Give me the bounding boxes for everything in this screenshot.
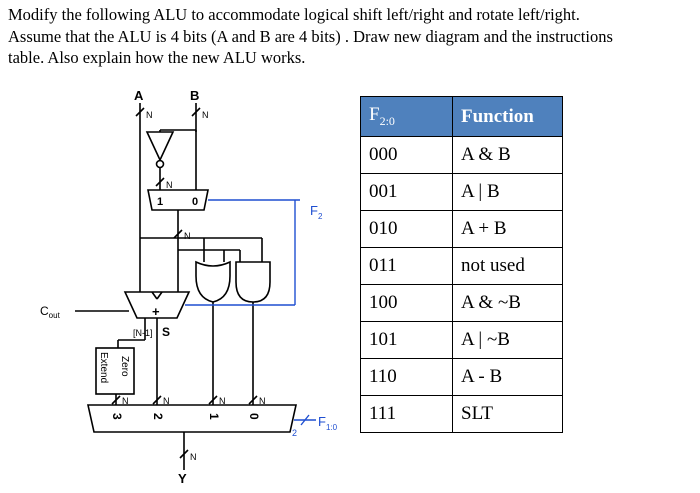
mux4-in2: 2: [151, 413, 165, 420]
bus-width-ext: N: [122, 396, 129, 406]
slash-or: [208, 395, 218, 405]
or-gate: [195, 260, 231, 303]
question-line-3: table. Also explain how the new ALU work…: [8, 48, 306, 67]
bus-width-and: N: [259, 396, 266, 406]
row-code: 100: [360, 284, 453, 322]
bus-width-inv: N: [166, 180, 173, 190]
zero-extend-box: [95, 347, 135, 395]
mux2-in0: 0: [192, 196, 198, 208]
mux2-body: [147, 189, 209, 211]
slash-mux: [173, 229, 183, 239]
inverter-bubble: [155, 159, 165, 169]
row-function: A + B: [452, 210, 563, 248]
bus-width-y: N: [190, 452, 197, 462]
mux4-in3: 3: [110, 413, 124, 420]
zero-extend-label-2: Extend: [98, 352, 109, 383]
bus-width-or: N: [219, 396, 226, 406]
question-line-1: Modify the following ALU to accommodate …: [8, 5, 580, 24]
input-a-label: A: [134, 88, 144, 103]
input-b-label: B: [190, 88, 199, 103]
row-code: 110: [360, 358, 453, 396]
question-line-2: Assume that the ALU is 4 bits (A and B a…: [8, 26, 613, 46]
bus-width-sum: N: [163, 396, 170, 406]
adder-notch-a: [151, 291, 158, 300]
mux4-in0: 0: [247, 413, 261, 420]
row-code: 101: [360, 321, 453, 359]
row-function: A | B: [452, 173, 563, 211]
slash-f10: [300, 414, 310, 426]
header-code: F2:0: [360, 96, 453, 137]
and-gate: [235, 261, 271, 303]
row-code: 001: [360, 173, 453, 211]
mux2-in1: 1: [157, 196, 163, 208]
bus-width-mux-out: N: [184, 231, 191, 241]
adder-body: [123, 291, 191, 319]
row-code: 010: [360, 210, 453, 248]
table-header-row: F2:0 Function: [360, 96, 563, 137]
row-code: 111: [360, 395, 453, 433]
inverter-gate: [145, 131, 175, 162]
f10-label: F1:0: [318, 414, 338, 432]
slash-ext: [111, 395, 121, 405]
bus-width-b: N: [202, 110, 209, 120]
row-function: A | ~B: [452, 321, 563, 359]
slash-a: [135, 107, 145, 117]
slash-sum: [152, 395, 162, 405]
mux4-body: [87, 404, 297, 433]
slash-inv: [155, 177, 165, 187]
row-function: A & B: [452, 136, 563, 174]
zero-extend-label-1: Zero: [119, 356, 130, 377]
row-function: A & ~B: [452, 284, 563, 322]
sum-label: S: [162, 325, 170, 339]
cout-label: Cout: [40, 304, 61, 320]
row-function: A - B: [452, 358, 563, 396]
row-code: 000: [360, 136, 453, 174]
slash-y: [179, 449, 189, 459]
header-function: Function: [452, 96, 563, 137]
f10-width: 2: [292, 428, 297, 438]
row-function: not used: [452, 247, 563, 285]
row-code: 011: [360, 247, 453, 285]
f2-label: F2: [310, 203, 323, 221]
row-function: SLT: [452, 395, 563, 433]
adder-notch-b: [156, 291, 163, 300]
mux4-in1: 1: [207, 413, 221, 420]
question-text: Modify the following ALU to accommodate …: [8, 4, 694, 69]
adder-symbol: +: [152, 304, 160, 319]
bus-width-a: N: [146, 110, 153, 120]
output-y-label: Y: [178, 471, 187, 486]
msb-label: [N-1]: [133, 328, 153, 338]
alu-diagram: A B N N N N 1 0 + [N-1] S Zero Extend N …: [40, 88, 338, 486]
slash-b: [191, 107, 201, 117]
slash-and: [248, 395, 258, 405]
